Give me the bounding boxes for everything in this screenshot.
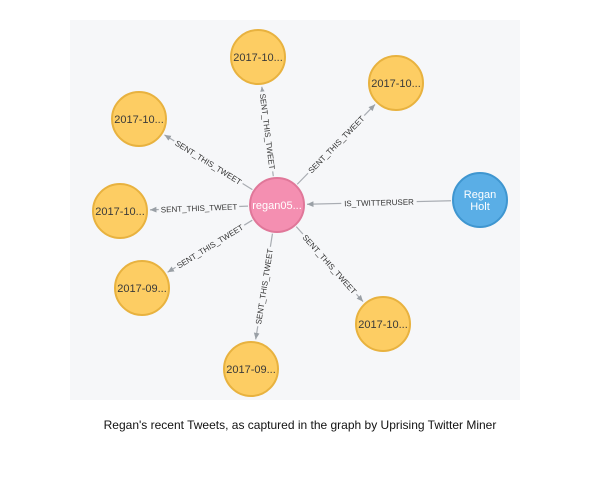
edge-sent-this-tweet-3-label-group: SENT_THIS_TWEET <box>171 135 246 189</box>
tweet-node-2[interactable]: 2017-10... <box>368 55 424 111</box>
edge-sent-this-tweet-6-label-group: SENT_THIS_TWEET <box>251 245 277 328</box>
edge-sent-this-tweet-1-label-bg <box>256 90 279 173</box>
tweet-node-5-label: 2017-09... <box>117 283 167 295</box>
edge-sent-this-tweet-7-label-bg <box>298 230 361 299</box>
user-handle-node[interactable]: regan05... <box>249 177 305 233</box>
tweet-node-1[interactable]: 2017-10... <box>230 29 286 85</box>
tweet-node-7-label: 2017-10... <box>358 319 408 331</box>
tweet-node-4-circle[interactable] <box>92 183 148 239</box>
twitter-user-node-label: Regan <box>464 189 496 201</box>
edge-is-twitteruser-label: IS_TWITTERUSER <box>344 198 414 209</box>
edge-is-twitteruser-label-bg <box>341 195 417 210</box>
tweet-node-3-label: 2017-10... <box>114 114 164 126</box>
edge-sent-this-tweet-3-label: SENT_THIS_TWEET <box>173 139 243 187</box>
edge-sent-this-tweet-4-label: SENT_THIS_TWEET <box>161 203 238 215</box>
tweet-node-4[interactable]: 2017-10... <box>92 183 148 239</box>
edge-sent-this-tweet-2-label: SENT_THIS_TWEET <box>307 114 367 175</box>
edge-sent-this-tweet-4-label-group: SENT_THIS_TWEET <box>158 200 240 216</box>
edge-sent-this-tweet-5-label: SENT_THIS_TWEET <box>175 223 245 271</box>
edge-sent-this-tweet-7-label-group: SENT_THIS_TWEET <box>298 230 361 299</box>
edge-sent-this-tweet-3-label-bg <box>171 135 246 189</box>
tweet-node-6-label: 2017-09... <box>226 364 276 376</box>
user-handle-node-circle[interactable] <box>249 177 305 233</box>
tweet-node-5-circle[interactable] <box>114 260 170 316</box>
edge-sent-this-tweet-6-label: SENT_THIS_TWEET <box>254 248 275 325</box>
twitter-user-node-label: Holt <box>470 201 490 213</box>
edge-sent-this-tweet-2-label-bg <box>303 111 369 178</box>
tweet-node-4-label: 2017-10... <box>95 206 145 218</box>
figure-caption: Regan's recent Tweets, as captured in th… <box>103 418 497 432</box>
edge-sent-this-tweet-5-label-group: SENT_THIS_TWEET <box>172 220 248 273</box>
edge-sent-this-tweet-2-label-group: SENT_THIS_TWEET <box>303 111 369 178</box>
edge-sent-this-tweet-6-label-bg <box>251 245 277 328</box>
edge-sent-this-tweet-5-label-bg <box>172 220 248 273</box>
tweet-node-6-circle[interactable] <box>223 341 279 397</box>
user-handle-node-label: regan05... <box>252 200 302 212</box>
tweet-node-1-label: 2017-10... <box>233 52 283 64</box>
tweet-node-1-circle[interactable] <box>230 29 286 85</box>
graph-diagram: IS_TWITTERUSER SENT_THIS_TWEET SENT_THIS_T… <box>92 29 508 397</box>
tweet-node-7-circle[interactable] <box>355 296 411 352</box>
tweet-node-5[interactable]: 2017-09... <box>114 260 170 316</box>
tweet-node-3-circle[interactable] <box>111 91 167 147</box>
tweet-node-2-circle[interactable] <box>368 55 424 111</box>
tweet-node-2-label: 2017-10... <box>371 78 421 90</box>
twitter-user-node-circle[interactable] <box>452 172 508 228</box>
edge-is-twitteruser-label-group: IS_TWITTERUSER <box>341 195 417 210</box>
edge-sent-this-tweet-4-label-bg <box>158 200 240 216</box>
edge-sent-this-tweet-1-label-group: SENT_THIS_TWEET <box>256 90 279 173</box>
tweet-node-7[interactable]: 2017-10... <box>355 296 411 352</box>
tweet-node-3[interactable]: 2017-10... <box>111 91 167 147</box>
tweet-node-6[interactable]: 2017-09... <box>223 341 279 397</box>
edge-sent-this-tweet-7-label: SENT_THIS_TWEET <box>301 233 359 296</box>
